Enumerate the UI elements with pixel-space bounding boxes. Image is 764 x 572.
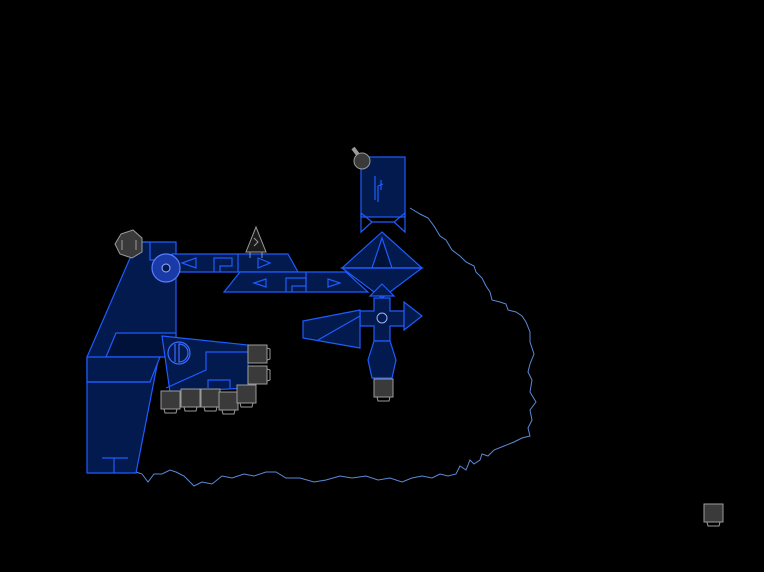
thruster-pod-icon[interactable] <box>236 384 257 408</box>
reactor-hexagon-icon[interactable] <box>114 229 143 259</box>
turret-cannon-icon[interactable] <box>351 146 371 170</box>
thruster-pod-icon[interactable] <box>200 388 221 412</box>
thruster-pod-icon[interactable] <box>247 365 271 385</box>
upper-conveyor-arm[interactable] <box>171 253 300 273</box>
thruster-pod-icon[interactable] <box>373 378 394 402</box>
hub-joint-icon[interactable] <box>151 253 181 283</box>
warning-beacon-icon[interactable] <box>245 225 267 258</box>
terrain-outline <box>135 207 537 487</box>
cross-junction[interactable] <box>302 283 423 379</box>
lower-conveyor-arm[interactable] <box>222 271 370 293</box>
loose-thruster-pod-icon[interactable] <box>703 503 724 527</box>
sensor-dish-icon[interactable] <box>167 341 191 365</box>
thruster-pod-icon[interactable] <box>180 388 201 412</box>
thruster-pod-icon[interactable] <box>218 391 239 415</box>
thruster-pod-icon[interactable] <box>160 390 181 414</box>
thruster-pod-icon[interactable] <box>247 344 271 364</box>
central-tower[interactable] <box>340 156 424 299</box>
